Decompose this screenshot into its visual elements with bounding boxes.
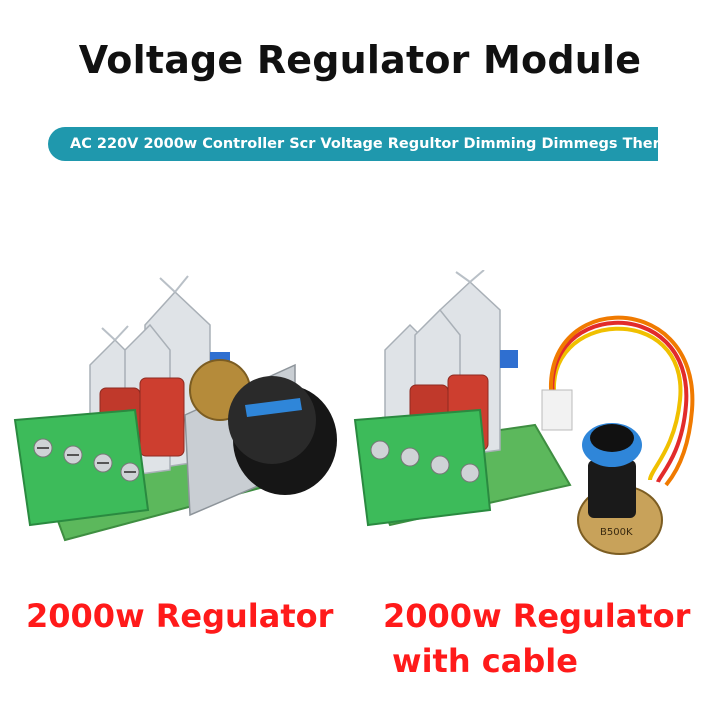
terminal-block (13, 408, 150, 527)
product-banner: AC 220V 2000w Controller Scr Voltage Reg… (48, 127, 658, 161)
product-caption-right: 2000w Regulator (383, 597, 691, 635)
regulator-with-cable-photo: B500K (353, 270, 695, 555)
product-caption-left: 2000w Regulator (26, 597, 334, 635)
page-title: Voltage Regulator Module (78, 38, 642, 82)
knob-marking: B500K (600, 527, 633, 538)
regulator-photo (13, 275, 337, 542)
knob-icon (228, 376, 337, 495)
banner-text: AC 220V 2000w Controller Scr Voltage Reg… (70, 136, 658, 152)
potentiometer-icon: B500K (577, 423, 663, 555)
product-caption-right-sub: with cable (392, 642, 578, 680)
